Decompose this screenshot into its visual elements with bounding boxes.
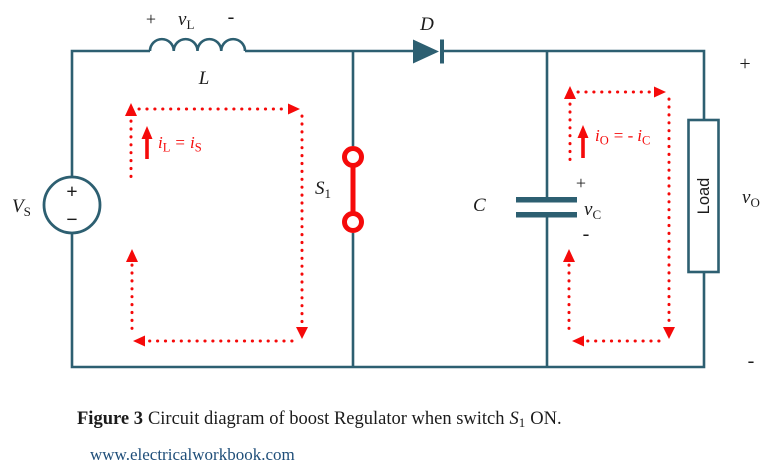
diode-triangle-symbol bbox=[413, 39, 439, 64]
switch-contact-top bbox=[342, 146, 364, 168]
right-loop-arrow-left-icon bbox=[572, 335, 584, 347]
right-loop-arrow-up-top-icon bbox=[564, 86, 576, 99]
load-box bbox=[687, 118, 720, 274]
capacitor-voltage-label: vC bbox=[584, 199, 601, 222]
right-loop-current-arrow-head-icon bbox=[577, 125, 589, 138]
output-plus-sign: + bbox=[739, 53, 750, 75]
source-plus-sign: + bbox=[66, 181, 77, 203]
left-current-loop: iL=iS bbox=[125, 103, 308, 347]
left-loop-arrow-left-icon bbox=[133, 335, 145, 347]
switch-s1: S1 bbox=[315, 146, 364, 233]
left-loop-current-arrow-head-icon bbox=[141, 126, 153, 139]
left-loop-arrow-up-mid-icon bbox=[126, 249, 138, 262]
source-label: VS bbox=[12, 196, 31, 219]
load: Load + vO - bbox=[687, 53, 760, 372]
output-minus-sign: - bbox=[748, 350, 755, 372]
inductor-voltage-plus: + bbox=[146, 9, 156, 29]
watermark-url: www.electricalworkbook.com bbox=[90, 445, 295, 464]
capacitor-plus-sign: + bbox=[576, 173, 586, 193]
inductor-coil-symbol bbox=[148, 37, 247, 52]
capacitor-label: C bbox=[473, 195, 486, 216]
capacitor-minus-sign: - bbox=[583, 223, 590, 245]
left-loop-arrow-down-icon bbox=[296, 327, 308, 339]
circuit-wires bbox=[70, 49, 706, 369]
source-minus-sign: − bbox=[66, 209, 77, 231]
output-voltage-label: vO bbox=[742, 187, 760, 210]
right-loop-arrow-down-icon bbox=[663, 327, 675, 339]
load-label: Load bbox=[695, 178, 713, 215]
left-loop-current-label: iL=iS bbox=[158, 133, 202, 155]
switch-label: S1 bbox=[315, 178, 331, 201]
right-loop-arrow-up-mid-icon bbox=[563, 249, 575, 262]
diode-cathode-bar bbox=[440, 39, 444, 64]
voltage-source: + − VS bbox=[12, 175, 102, 235]
wire-left-bottom-right-rails bbox=[70, 233, 706, 369]
left-loop-arrow-up-top-icon bbox=[125, 103, 137, 116]
inductor: + vL - L bbox=[146, 6, 247, 89]
capacitor-plate-bottom bbox=[516, 212, 577, 218]
capacitor: C + vC - bbox=[473, 173, 601, 245]
capacitor-plate-top bbox=[516, 197, 577, 203]
inductor-voltage-label: vL bbox=[178, 9, 194, 32]
left-loop-arrow-right-icon bbox=[288, 103, 300, 115]
right-loop-current-label: iO= -iC bbox=[595, 126, 650, 148]
wire-top-right-and-right-rail bbox=[444, 49, 706, 120]
inductor-label: L bbox=[198, 68, 210, 89]
right-current-loop: iO= -iC bbox=[563, 86, 675, 347]
wire-top-left-and-left-rail bbox=[70, 49, 150, 177]
diode: D bbox=[413, 14, 444, 64]
right-loop-arrow-right-icon bbox=[654, 86, 666, 98]
inductor-voltage-minus: - bbox=[228, 6, 235, 28]
diode-label: D bbox=[419, 14, 434, 35]
switch-contact-bottom bbox=[342, 211, 364, 233]
voltage-source-circle bbox=[42, 175, 102, 235]
